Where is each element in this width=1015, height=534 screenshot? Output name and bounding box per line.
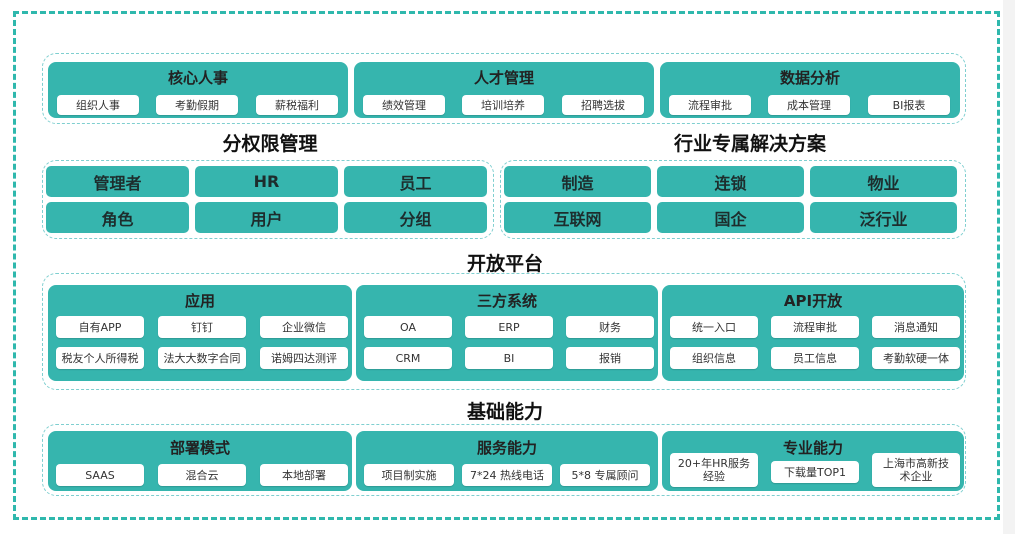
chip-item[interactable]: 钉钉 — [158, 316, 246, 338]
permission-group[interactable]: 分组 — [344, 202, 487, 233]
section-title-industry: 行业专属解决方案 — [673, 133, 826, 155]
section-title-foundation: 基础能力 — [466, 401, 543, 423]
permission-employee[interactable]: 员工 — [344, 166, 487, 197]
permission-user[interactable]: 用户 — [195, 202, 338, 233]
chip-item[interactable]: 混合云 — [158, 464, 246, 486]
panel-title: API开放 — [783, 292, 843, 310]
chip-item[interactable]: SAAS — [56, 464, 144, 486]
chip-item[interactable]: 招聘选拔 — [562, 95, 644, 115]
permission-role[interactable]: 角色 — [46, 202, 189, 233]
chip-item[interactable]: 考勤假期 — [156, 95, 238, 115]
chip-item[interactable]: 组织人事 — [57, 95, 139, 115]
panel-core-hr: 核心人事 组织人事 考勤假期 薪税福利 — [48, 62, 348, 118]
panel-third-party: 三方系统 OA ERP 财务 CRM BI 报销 — [356, 285, 658, 381]
chip-item[interactable]: ERP — [465, 316, 553, 338]
chip-item[interactable]: 培训培养 — [462, 95, 544, 115]
chip-item[interactable]: 流程审批 — [669, 95, 751, 115]
section-title-open-platform: 开放平台 — [466, 253, 543, 275]
industry-general[interactable]: 泛行业 — [810, 202, 957, 233]
panel-title: 数据分析 — [779, 69, 840, 87]
right-edge-strip — [1003, 0, 1015, 534]
chip-item[interactable]: BI — [465, 347, 553, 369]
chip-item[interactable]: 法大大数字合同 — [158, 347, 246, 369]
chip-item[interactable]: 7*24 热线电话 — [462, 464, 552, 486]
chip-item[interactable]: 本地部署 — [260, 464, 348, 486]
panel-title: 服务能力 — [476, 439, 537, 457]
panel-talent: 人才管理 绩效管理 培训培养 招聘选拔 — [354, 62, 654, 118]
chip-item[interactable]: 上海市高新技术企业 — [872, 453, 960, 487]
chip-item[interactable]: 成本管理 — [768, 95, 850, 115]
panel-title: 专业能力 — [782, 439, 843, 457]
chip-item[interactable]: 税友个人所得税 — [56, 347, 144, 369]
industry-manufacturing[interactable]: 制造 — [504, 166, 651, 197]
chip-item[interactable]: 考勤软硬一体 — [872, 347, 960, 369]
panel-title: 应用 — [184, 292, 215, 310]
chip-item[interactable]: 绩效管理 — [363, 95, 445, 115]
chip-item[interactable]: 流程审批 — [771, 316, 859, 338]
chip-item[interactable]: 消息通知 — [872, 316, 960, 338]
chip-item[interactable]: BI报表 — [868, 95, 950, 115]
chip-item[interactable]: 报销 — [566, 347, 654, 369]
chip-item[interactable]: 自有APP — [56, 316, 144, 338]
industry-property[interactable]: 物业 — [810, 166, 957, 197]
section-title-permission: 分权限管理 — [222, 133, 318, 155]
panel-professional: 专业能力 20+年HR服务经验 下载量TOP1 上海市高新技术企业 — [662, 431, 964, 491]
chip-item[interactable]: 5*8 专属顾问 — [560, 464, 650, 486]
chip-item[interactable]: CRM — [364, 347, 452, 369]
panel-api: API开放 统一入口 流程审批 消息通知 组织信息 员工信息 考勤软硬一体 — [662, 285, 964, 381]
industry-chain[interactable]: 连锁 — [657, 166, 804, 197]
panel-data-analysis: 数据分析 流程审批 成本管理 BI报表 — [660, 62, 960, 118]
permission-manager[interactable]: 管理者 — [46, 166, 189, 197]
industry-internet[interactable]: 互联网 — [504, 202, 651, 233]
panel-title: 三方系统 — [476, 292, 537, 310]
chip-item[interactable]: 员工信息 — [771, 347, 859, 369]
panel-title: 人才管理 — [473, 69, 534, 87]
chip-item[interactable]: 项目制实施 — [364, 464, 454, 486]
panel-title: 核心人事 — [167, 69, 228, 87]
chip-item[interactable]: 薪税福利 — [256, 95, 338, 115]
chip-item[interactable]: OA — [364, 316, 452, 338]
chip-item[interactable]: 财务 — [566, 316, 654, 338]
chip-item[interactable]: 诺姆四达测评 — [260, 347, 348, 369]
industry-soe[interactable]: 国企 — [657, 202, 804, 233]
chip-item[interactable]: 统一入口 — [670, 316, 758, 338]
chip-item[interactable]: 企业微信 — [260, 316, 348, 338]
panel-applications: 应用 自有APP 钉钉 企业微信 税友个人所得税 法大大数字合同 诺姆四达测评 — [48, 285, 352, 381]
chip-item[interactable]: 下载量TOP1 — [771, 461, 859, 483]
panel-deployment: 部署模式 SAAS 混合云 本地部署 — [48, 431, 352, 491]
panel-title: 部署模式 — [169, 439, 230, 457]
chip-item[interactable]: 组织信息 — [670, 347, 758, 369]
panel-service: 服务能力 项目制实施 7*24 热线电话 5*8 专属顾问 — [356, 431, 658, 491]
chip-item[interactable]: 20+年HR服务经验 — [670, 453, 758, 487]
permission-hr[interactable]: HR — [195, 166, 338, 197]
